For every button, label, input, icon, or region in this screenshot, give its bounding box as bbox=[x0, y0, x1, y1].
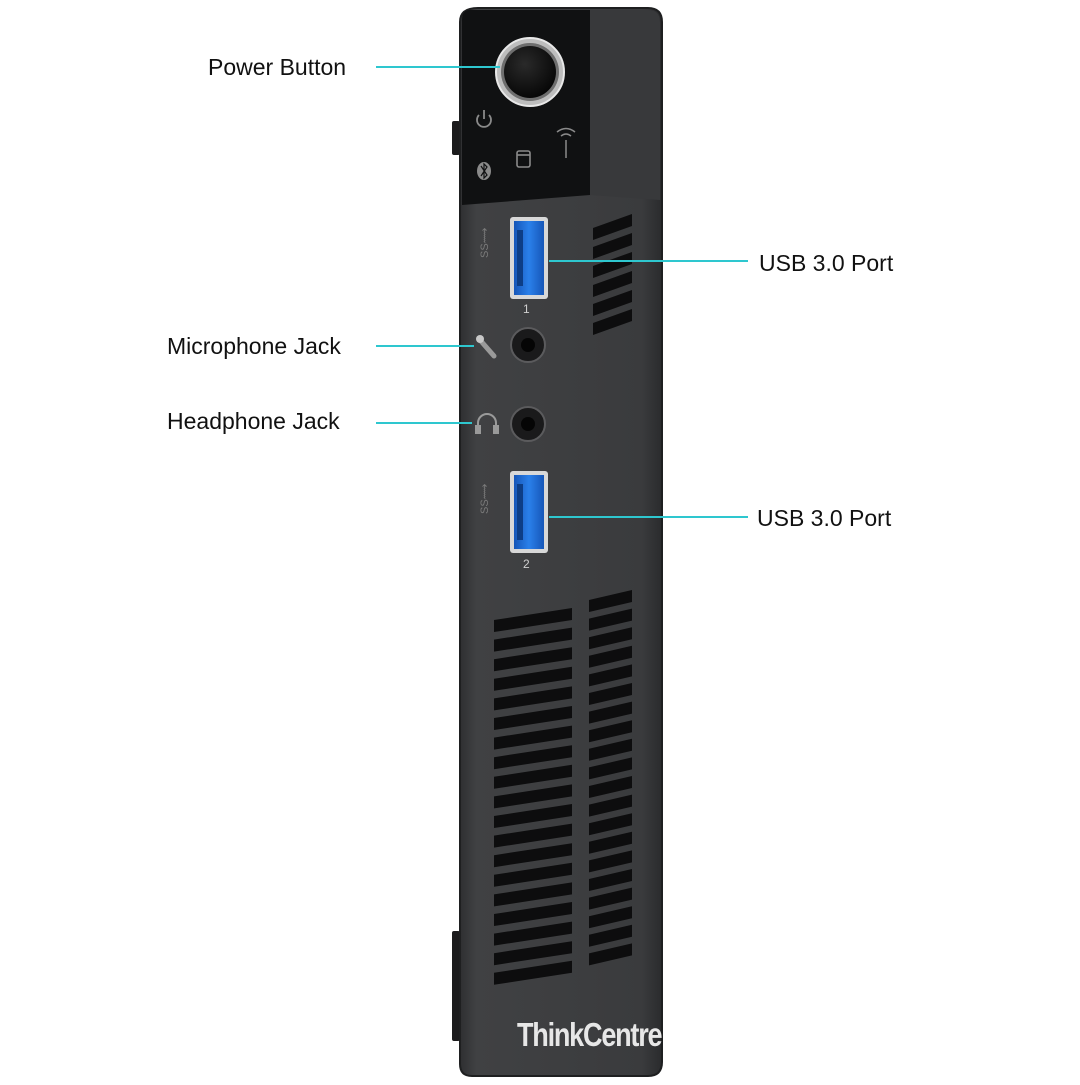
vent-slat bbox=[494, 608, 572, 632]
headphone-jack[interactable] bbox=[510, 406, 546, 442]
vent-slat bbox=[494, 960, 572, 985]
label-usb-port-bottom: USB 3.0 Port bbox=[757, 505, 892, 531]
vent-slat bbox=[494, 784, 572, 809]
vent-slat bbox=[589, 906, 632, 929]
front-vent-left bbox=[494, 608, 572, 985]
vent-slat bbox=[494, 921, 572, 946]
usb-port-2[interactable] bbox=[510, 471, 548, 553]
vent-slat bbox=[589, 943, 632, 966]
vent-slat bbox=[494, 666, 572, 691]
front-vent-right bbox=[589, 590, 632, 966]
usb-port-1-number: 1 bbox=[523, 302, 530, 316]
vent-slat bbox=[589, 887, 632, 910]
microphone-icon bbox=[476, 335, 497, 359]
vent-slat bbox=[494, 764, 572, 789]
vent-slat bbox=[494, 745, 572, 770]
leader-lines bbox=[376, 66, 748, 518]
wireless-icon bbox=[556, 127, 576, 158]
label-microphone-jack: Microphone Jack bbox=[167, 333, 341, 359]
vent-slat bbox=[494, 686, 572, 711]
vent-slat bbox=[494, 823, 572, 848]
vent-slat bbox=[589, 757, 632, 780]
svg-text:SS⟿: SS⟿ bbox=[479, 227, 491, 258]
vent-slat bbox=[589, 701, 632, 724]
top-panel-edge bbox=[590, 10, 660, 200]
vent-slat bbox=[589, 645, 632, 668]
vent-slat bbox=[589, 720, 632, 743]
usb-port-2-number: 2 bbox=[523, 557, 530, 571]
vent-slat bbox=[494, 902, 572, 926]
vent-slat bbox=[589, 738, 632, 761]
side-clip-bottom bbox=[452, 931, 460, 1041]
vent-slat bbox=[589, 831, 632, 854]
vent-slat bbox=[589, 627, 632, 650]
vent-slat bbox=[589, 924, 632, 947]
usb-port-1[interactable] bbox=[510, 217, 548, 299]
superspeed-usb-icon: SS⟿ bbox=[479, 227, 491, 258]
label-power-button: Power Button bbox=[208, 54, 347, 80]
microphone-jack[interactable] bbox=[510, 327, 546, 363]
superspeed-usb-icon: SS⟿ bbox=[479, 483, 491, 514]
drive-activity-icon bbox=[516, 150, 531, 168]
brand-logo: ThinkCentre bbox=[517, 1016, 663, 1053]
label-headphone-jack: Headphone Jack bbox=[167, 408, 340, 434]
headphone-icon bbox=[475, 413, 499, 434]
vent-slat bbox=[494, 706, 572, 730]
side-clip-top bbox=[452, 121, 460, 155]
vent-slat bbox=[494, 725, 572, 750]
power-icon bbox=[476, 110, 492, 128]
vent-slat bbox=[589, 869, 632, 891]
vent-slat bbox=[494, 941, 572, 966]
vent-slat bbox=[589, 794, 632, 817]
bluetooth-icon bbox=[477, 162, 491, 180]
vent-slat bbox=[589, 776, 632, 798]
side-vent-upper bbox=[593, 214, 632, 335]
power-button[interactable] bbox=[495, 37, 565, 107]
vent-slat bbox=[494, 843, 572, 868]
label-usb-port-top: USB 3.0 Port bbox=[759, 250, 894, 276]
vent-slat bbox=[589, 608, 632, 631]
vent-slat bbox=[589, 683, 632, 705]
vent-slat bbox=[494, 804, 572, 828]
vent-slat bbox=[589, 850, 632, 873]
vent-slat bbox=[494, 627, 572, 652]
vent-slat bbox=[494, 862, 572, 887]
svg-text:SS⟿: SS⟿ bbox=[479, 483, 491, 514]
vent-slat bbox=[589, 590, 632, 612]
vent-slat bbox=[589, 664, 632, 687]
vent-slat bbox=[494, 647, 572, 672]
vent-slat bbox=[494, 882, 572, 907]
vent-slat bbox=[589, 813, 632, 836]
